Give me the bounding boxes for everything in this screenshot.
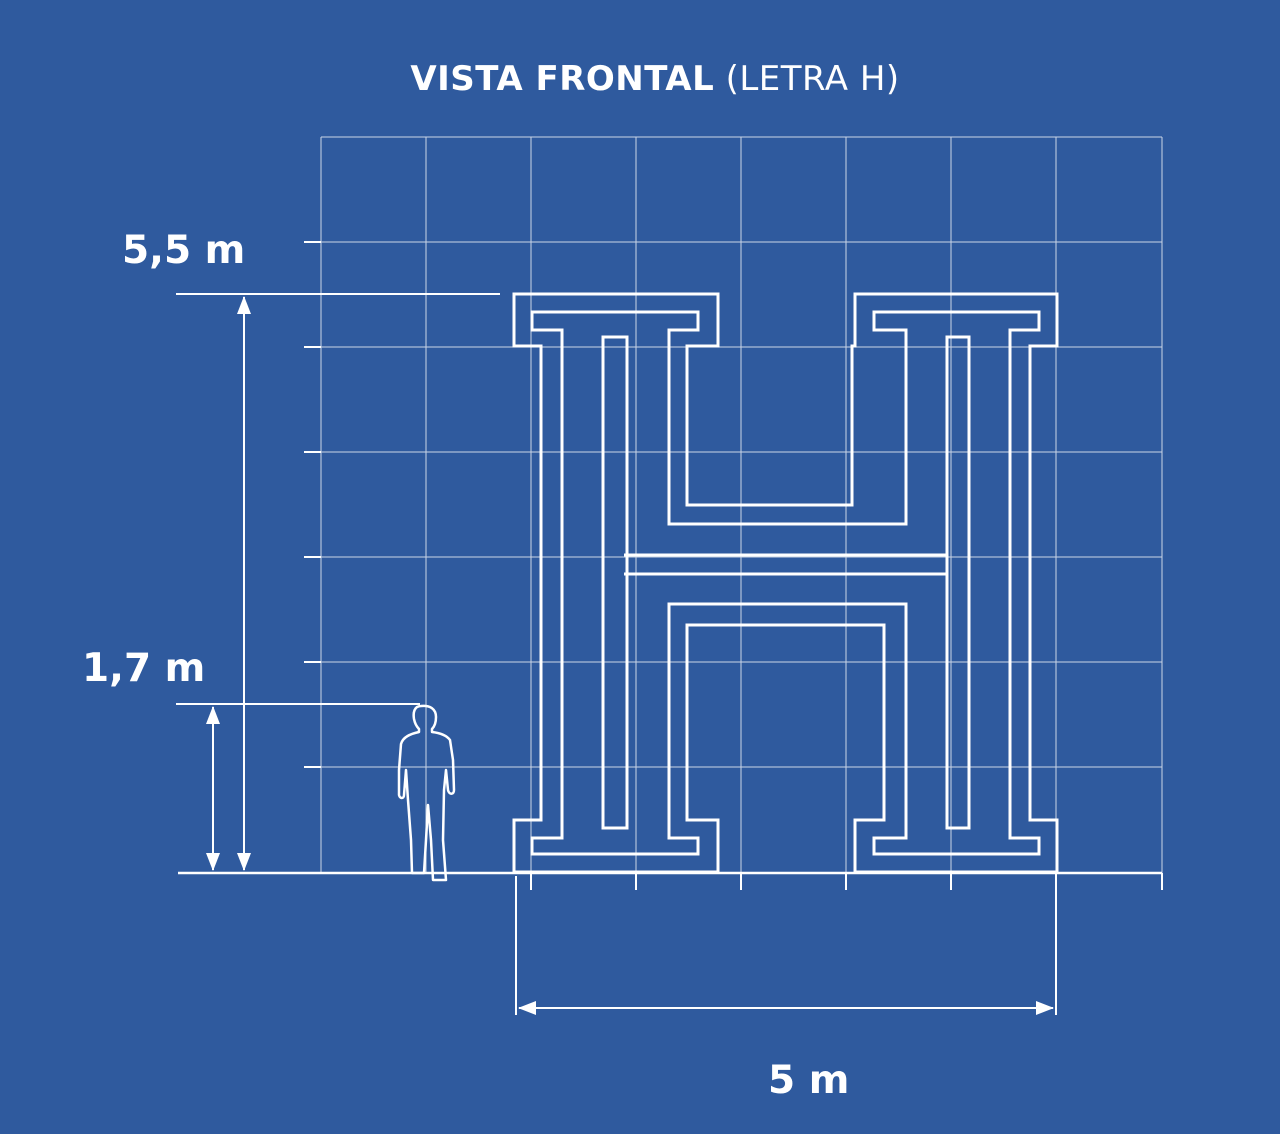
- x-axis-ticks: [530, 873, 1163, 890]
- letter-height-dimension: [176, 293, 500, 871]
- y-axis-ticks: [304, 241, 321, 768]
- person-height-label: 1,7 m: [82, 646, 206, 691]
- letter-height-label: 5,5 m: [122, 228, 246, 273]
- title-main: VISTA FRONTAL: [410, 59, 715, 99]
- letter-h-outline: [512, 292, 1059, 874]
- person-height-dimension: [176, 703, 420, 871]
- page-title: VISTA FRONTAL (LETRA H): [15, 54, 1280, 104]
- person-silhouette-icon: [397, 704, 456, 882]
- letter-width-label: 5 m: [768, 1058, 850, 1103]
- letter-width-dimension: [515, 876, 1057, 1015]
- grid: [320, 136, 1163, 873]
- title-sub: (LETRA H): [725, 59, 900, 99]
